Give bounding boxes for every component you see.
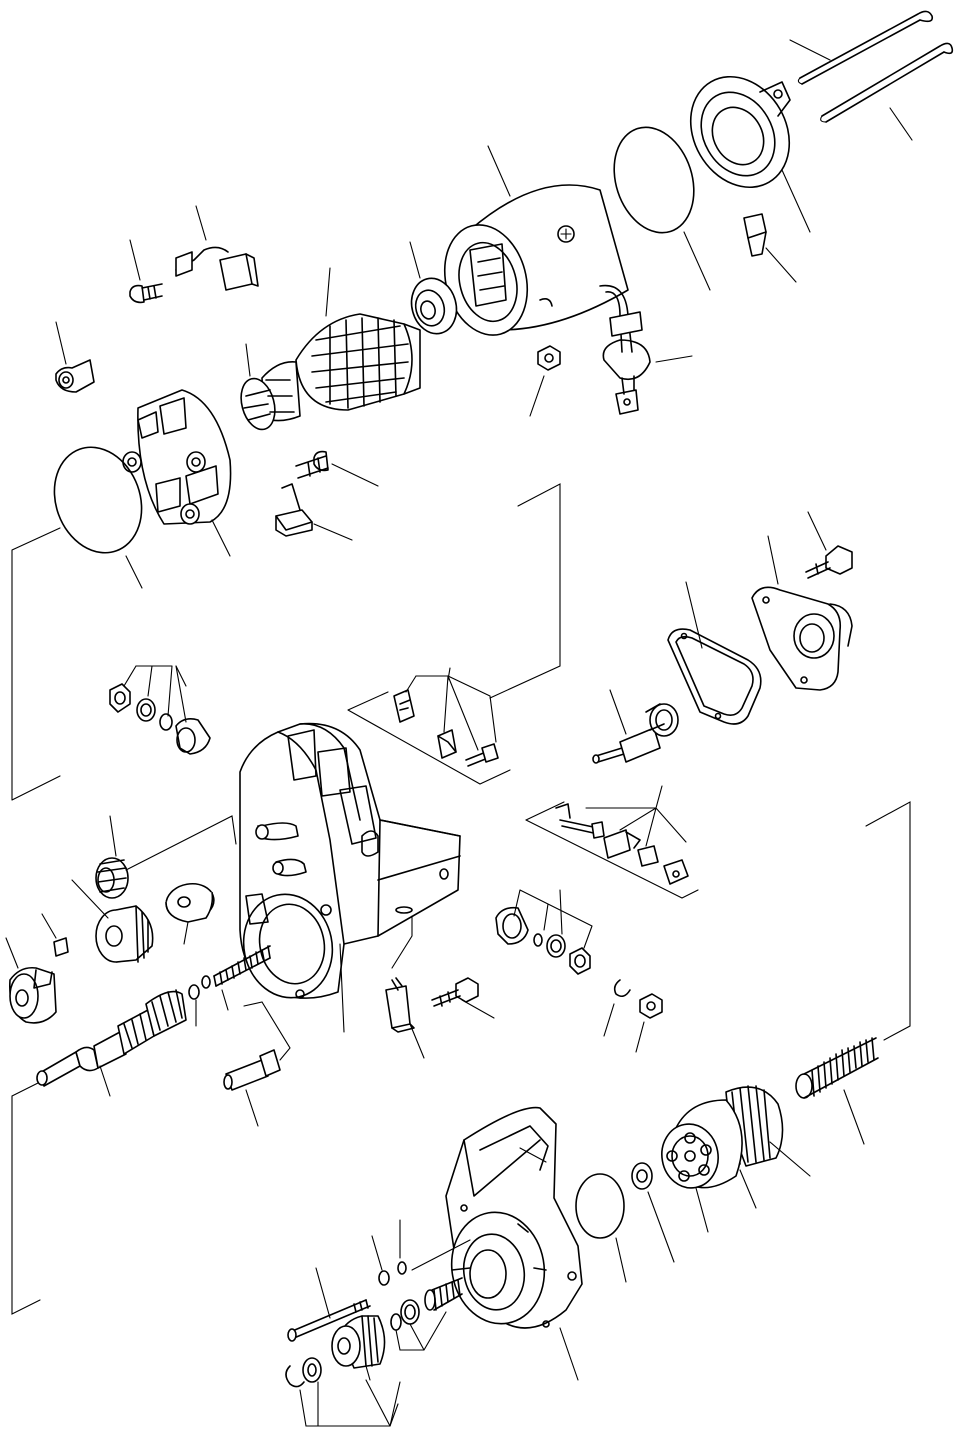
rear-cover	[689, 75, 811, 233]
oring-front	[575, 1173, 627, 1283]
yoke	[443, 145, 629, 336]
brush	[55, 321, 95, 393]
bracket-set-right	[555, 785, 689, 885]
brush-holder	[122, 389, 232, 557]
spring-front	[424, 1277, 463, 1311]
housing	[239, 722, 461, 1033]
nut-small	[529, 345, 561, 417]
oring-brush	[53, 446, 143, 589]
washer-bottom	[285, 1357, 401, 1427]
overrunning-clutch	[661, 1085, 811, 1233]
leader-frame-upper	[11, 483, 561, 801]
gear-spacer	[71, 879, 154, 963]
seal-ring-rear	[613, 126, 711, 291]
pinion-shaft	[36, 989, 187, 1097]
clutch-sleeve	[165, 882, 215, 945]
washer-tiny	[371, 1235, 390, 1286]
leader-frame-middle	[11, 801, 911, 1315]
armature	[240, 267, 421, 431]
spring-small	[201, 945, 271, 1011]
lead-wire	[599, 284, 693, 415]
solenoid-plunger	[592, 689, 679, 764]
lever-pin	[41, 913, 69, 957]
brush-small	[275, 483, 353, 541]
washer-front-pair	[390, 1299, 447, 1351]
drive-end-frame	[411, 1106, 583, 1381]
gasket	[667, 581, 762, 725]
spring-large	[795, 1037, 879, 1145]
bolt-cover	[805, 511, 853, 579]
gear-set-right	[495, 889, 593, 975]
terminal-bolt	[743, 213, 797, 283]
bearing-rear	[409, 241, 458, 335]
shaft-bolt	[287, 1267, 371, 1342]
coupling	[5, 937, 57, 1024]
screw-brush	[129, 239, 163, 304]
brush-spring-clip	[175, 205, 259, 291]
nut-right	[635, 993, 663, 1053]
terminal-small	[385, 915, 425, 1059]
gear-set-left	[109, 665, 211, 755]
clip-small	[397, 1219, 407, 1275]
clip-ring	[603, 979, 631, 1037]
plate-cover	[751, 535, 853, 691]
terminal-screw	[431, 977, 495, 1019]
through-bolt-2	[820, 42, 954, 141]
washer-front	[631, 1162, 675, 1263]
idler-gear	[95, 815, 237, 899]
plunger-small	[223, 1001, 291, 1127]
through-bolt-1	[789, 10, 934, 85]
ball	[188, 984, 200, 1027]
brush-bracket-set	[393, 667, 499, 767]
bracket-screw	[295, 450, 379, 487]
pinion-gear	[331, 1315, 386, 1381]
